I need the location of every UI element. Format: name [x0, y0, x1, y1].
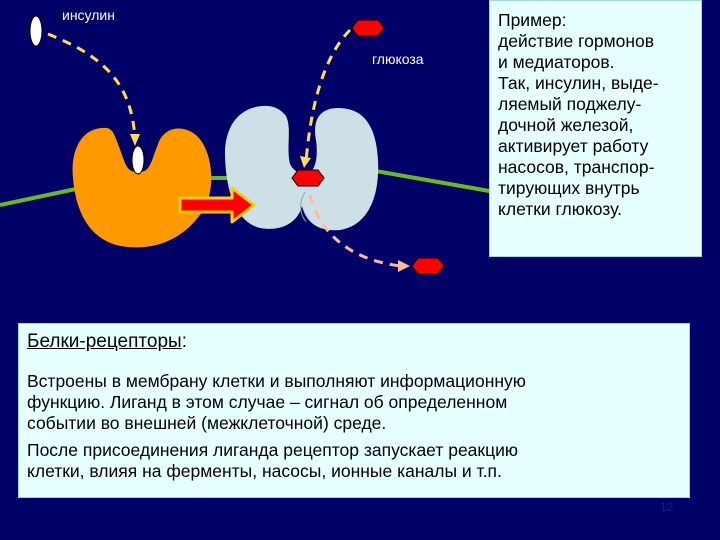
insulin-path-arrowhead [130, 134, 140, 146]
example-line: и медиаторов. [498, 52, 615, 72]
glucose-molecule-inside [411, 257, 445, 275]
example-line: Так, инсулин, выде- [498, 73, 659, 93]
example-line: насосов, транспор- [498, 157, 655, 177]
page-number: 12 [660, 500, 674, 514]
receptor-paragraph-2: После присоединения лиганда рецептор зап… [27, 440, 679, 482]
receptor-protein [72, 127, 212, 248]
glucose-path-out-arrowhead [398, 260, 410, 272]
insulin-molecule-free [29, 15, 43, 47]
receptor-title: Белки-рецепторы: [27, 330, 679, 354]
activation-arrow [178, 186, 256, 224]
example-line: клетки глюкозу. [498, 199, 622, 219]
glucose-molecule-in-channel [291, 169, 325, 187]
glucose-molecule-outside [351, 19, 385, 37]
example-line: действие гормонов [498, 31, 655, 51]
example-line: активирует работу [498, 136, 649, 156]
membrane-right [369, 168, 496, 194]
receptor-title-text: Белки-рецепторы [27, 331, 182, 352]
example-text-box: Пример: действие гормонов и медиаторов. … [489, 0, 702, 257]
insulin-path-arrow [47, 32, 137, 141]
receptor-paragraph-1: Встроены в мембрану клетки и выполняют и… [27, 371, 679, 434]
paragraph-line: Встроены в мембрану клетки и выполняют и… [27, 371, 526, 391]
glucose-path-in-arrowhead [300, 156, 311, 168]
pump-protein [224, 105, 379, 231]
glucose-label: глюкоза [372, 51, 424, 67]
insulin-molecule-bound [131, 145, 145, 175]
example-line: дочной железой, [498, 115, 634, 135]
example-line: Пример: [498, 10, 567, 30]
paragraph-line: клетки, влияя на ферменты, насосы, ионны… [27, 461, 502, 481]
pump-channel-line [300, 191, 307, 223]
receptor-text-box: Белки-рецепторы: Встроены в мембрану кле… [18, 323, 690, 498]
paragraph-line: событии во внешней (межклеточной) среде. [27, 413, 387, 433]
insulin-label: инсулин [62, 7, 115, 23]
example-line: тирующих внутрь [498, 178, 640, 198]
paragraph-line: После присоединения лиганда рецептор зап… [27, 440, 518, 460]
receptor-title-suffix: : [181, 331, 187, 352]
example-line: ляемый поджелу- [498, 94, 642, 114]
glucose-path-in [304, 28, 352, 163]
glucose-path-out [308, 194, 401, 268]
paragraph-line: функцию. Лиганд в этом случае – сигнал о… [27, 392, 508, 412]
